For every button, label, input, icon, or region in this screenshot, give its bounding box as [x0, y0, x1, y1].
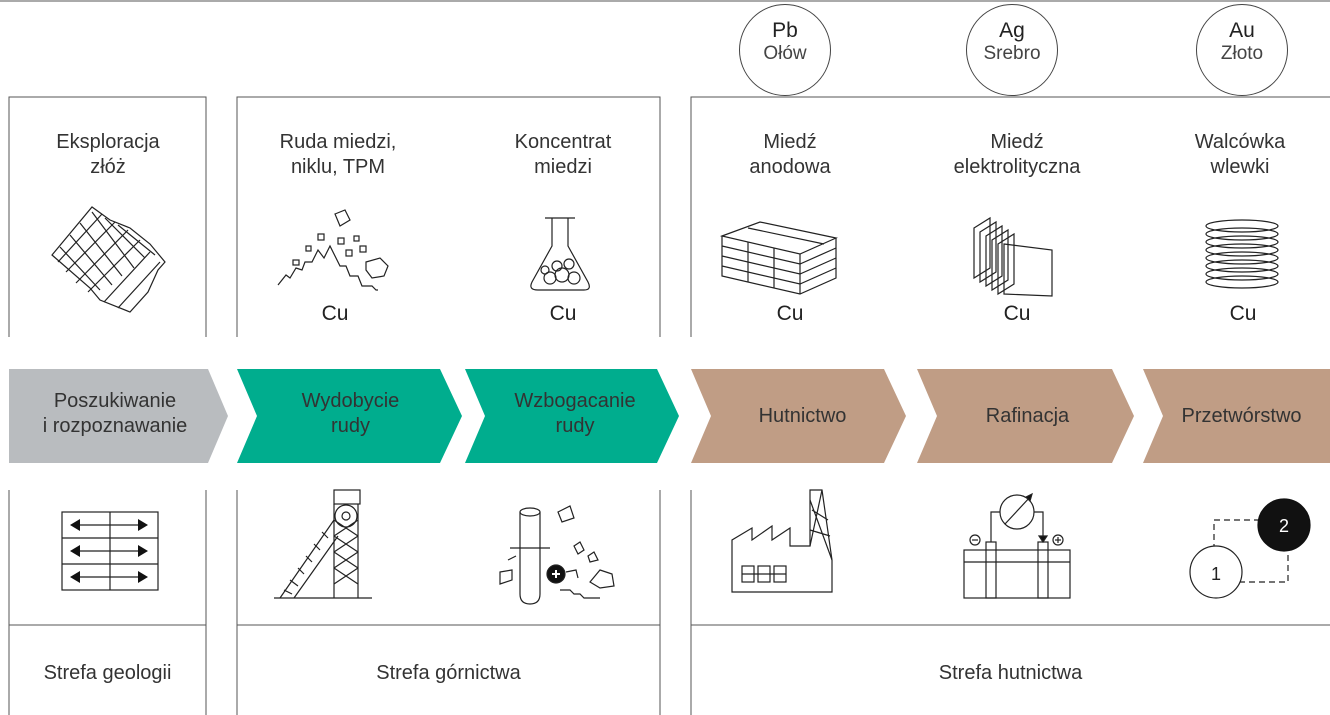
electrolytic-sheets-icon: [973, 216, 1053, 297]
step-label: Poszukiwanie i rozpoznawanie: [42, 390, 188, 437]
exploration-grid-icon: [61, 511, 159, 591]
node-two-label: 2: [1279, 516, 1289, 536]
deposit-map-icon: [51, 206, 166, 313]
metal-symbol: Au: [1229, 19, 1255, 42]
step-label: Rafinacja: [985, 405, 1070, 427]
ore-rubble-icon: [277, 209, 389, 291]
anode-plates-icon: [719, 221, 838, 295]
label-exploration: Eksploracja złóż: [56, 131, 160, 178]
metal-symbol: Pb: [772, 19, 798, 42]
step-arrow-smelting: [691, 369, 906, 463]
wire-rod-coil-icon: [1205, 219, 1279, 289]
mine-headframe-icon: [274, 489, 372, 599]
node-one-label: 1: [1211, 564, 1221, 584]
metal-circle-gold: Au Złoto: [1196, 4, 1288, 96]
cu-label: Cu: [321, 302, 349, 325]
label-rod: Walcówka wlewki: [1194, 131, 1286, 178]
step-arrow-mining: [237, 369, 462, 463]
cu-label: Cu: [1229, 302, 1257, 325]
flask-icon: [530, 217, 590, 291]
step-label: Wydobycie rudy: [301, 390, 400, 437]
cu-label: Cu: [776, 302, 804, 325]
step-arrow-exploration: [9, 369, 228, 463]
metal-name: Ołów: [763, 43, 807, 64]
step-arrow-enrichment: [465, 369, 679, 463]
label-anode-copper: Miedź anodowa: [749, 131, 831, 178]
label-electrolytic-copper: Miedź elektrolityczna: [953, 131, 1081, 178]
step-label: Przetwórstwo: [1181, 405, 1302, 427]
metal-name: Srebro: [983, 43, 1041, 64]
metal-circle-silver: Ag Srebro: [966, 4, 1058, 96]
step-label: Wzbogacanie rudy: [514, 390, 636, 437]
zone-geology: Strefa geologii: [43, 662, 172, 684]
factory-icon: [731, 489, 833, 593]
metal-circle-lead: Pb Ołów: [739, 4, 831, 96]
enrichment-icon: [499, 505, 615, 605]
label-concentrate: Koncentrat miedzi: [514, 131, 612, 178]
metal-symbol: Ag: [999, 19, 1025, 42]
cu-label: Cu: [1003, 302, 1031, 325]
zone-mining: Strefa górnictwa: [376, 662, 521, 684]
step-arrow-processing: [1143, 369, 1330, 463]
cu-label: Cu: [549, 302, 577, 325]
zone-metallurgy: Strefa hutnictwa: [938, 662, 1083, 684]
processing-link-icon: [1189, 498, 1311, 599]
process-arrows: [9, 369, 1330, 463]
metal-name: Złoto: [1220, 43, 1264, 64]
electrolysis-cell-icon: [963, 492, 1071, 599]
step-arrow-refining: [917, 369, 1134, 463]
label-ore: Ruda miedzi, niklu, TPM: [279, 131, 397, 178]
step-label: Hutnictwo: [758, 405, 847, 427]
